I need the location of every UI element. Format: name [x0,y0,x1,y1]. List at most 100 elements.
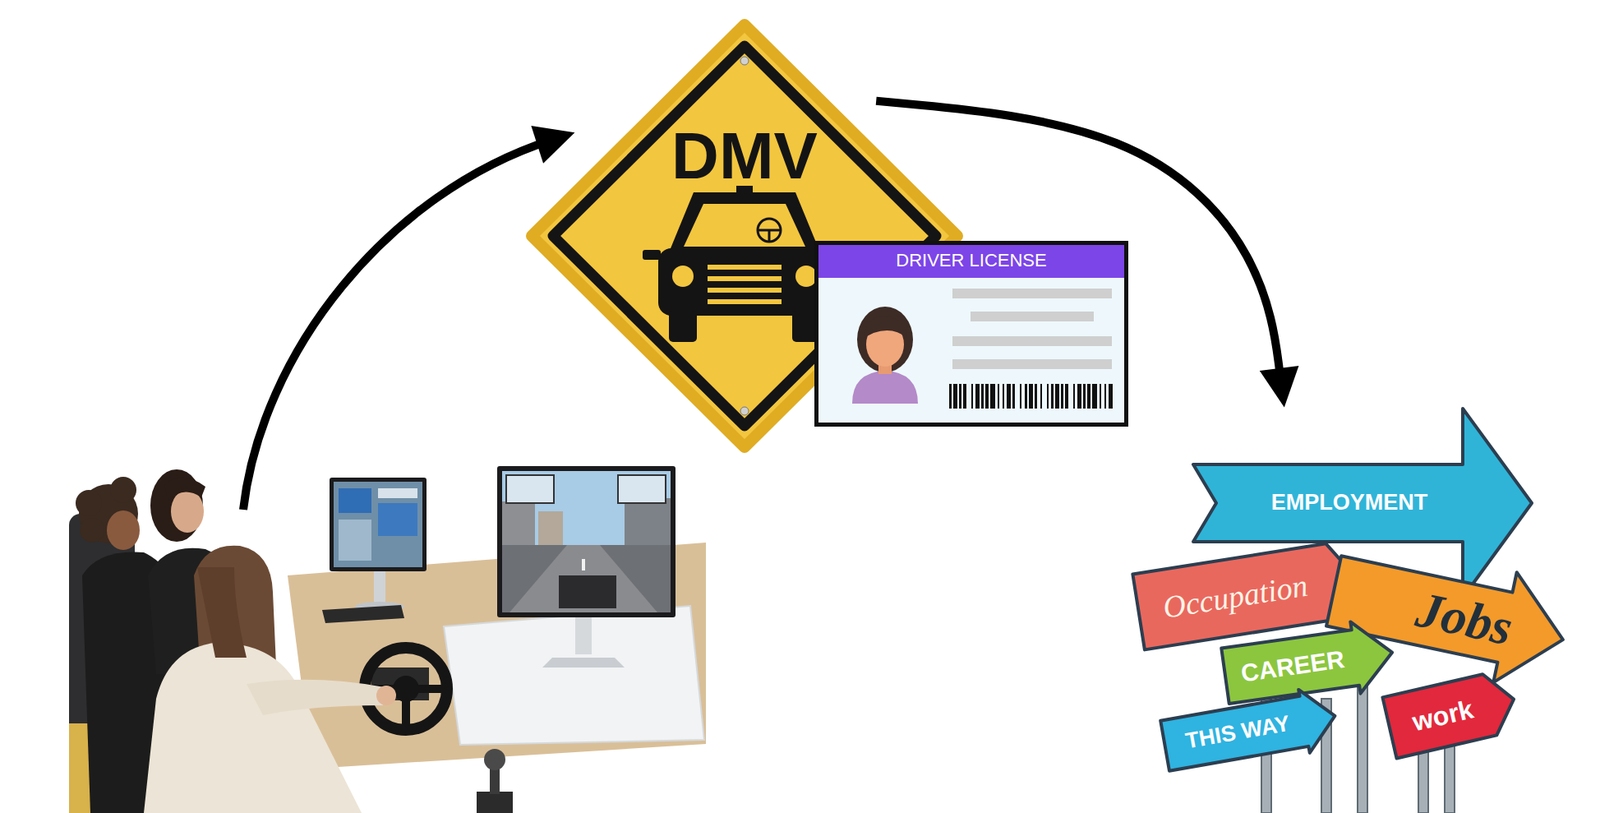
card-title: DRIVER LICENSE [895,249,1047,271]
simulator-photo [287,542,706,769]
car-icon [672,265,694,287]
dmv-sign-shape [531,24,958,448]
simulator-photo [502,501,535,545]
barcode [949,383,1113,409]
simulator-photo [443,605,705,745]
arrow-sign-shape [1382,668,1521,759]
barcode [985,383,989,409]
simulator-photo [506,474,554,503]
car-icon [668,310,697,342]
barcode [1060,383,1064,409]
simulator-photo [338,488,372,513]
simulator-photo [338,519,372,561]
text-holder: DRIVER LICENSE [822,243,1121,278]
simulator-photo [110,476,137,503]
simulator-photo [75,489,102,517]
barcode [949,383,952,409]
simulator-photo [624,497,671,545]
barcode [971,383,973,409]
car-icon [668,192,821,253]
barcode [1024,383,1028,409]
portrait-icon [852,306,918,404]
simulator-photo [246,679,385,715]
barcode [1002,383,1005,409]
simulator-photo [581,558,586,571]
simulator-photo [575,617,592,655]
license-card-shape [814,240,1129,278]
barcode [1099,383,1102,409]
barcode [1040,383,1043,409]
simulator-photo [322,604,405,623]
car-icon [683,203,806,247]
simulator-photo [502,544,671,613]
portrait-icon [857,306,913,373]
simulator-photo [617,474,666,503]
simulator-photo [164,476,206,502]
car-icon [707,299,782,305]
arrow-sign: THIS WAY [1159,683,1341,777]
car-icon [707,264,782,270]
simulator-photo [476,791,513,813]
card-lines [952,288,1112,299]
text-holder: work [1388,673,1497,757]
license-card-shape [816,243,1127,425]
car-icon [642,249,661,260]
license-card: DRIVER LICENSE [814,240,1129,427]
card-lines [970,311,1094,322]
text-holder: Occupation [1138,544,1332,650]
portrait-icon [863,316,907,338]
simulator-photo [401,688,411,729]
barcode [1012,383,1015,409]
simulator-photo [329,477,427,572]
dmv-sign-shape [553,46,937,426]
simulator-photo [170,489,204,533]
barcode [953,383,958,409]
barcode [1073,383,1075,409]
simulator-photo [378,502,418,536]
car-icon [768,230,771,242]
simulator-photo [69,465,706,813]
sign-text: Occupation [1160,567,1310,626]
license-card-shape [814,240,1129,427]
card-lines [952,336,1112,346]
barcode [997,383,1000,409]
simulator-photo [538,511,563,545]
barcode [1083,383,1086,409]
barcode [1019,383,1022,409]
sign-text: CAREER [1239,645,1347,688]
simulator-photo [542,657,625,668]
barcode [1055,383,1060,409]
card-lines [952,288,1112,369]
barcode [1006,383,1011,409]
barcode [1108,383,1113,409]
barcode [1087,383,1091,409]
simulator-photo [333,481,423,568]
simulator-photo [509,544,658,613]
simulator-photo [197,567,247,658]
simulator-photo [376,685,397,706]
barcode [1092,383,1098,409]
barcode [1104,383,1107,409]
car-icon [707,276,782,282]
simulator-photo [558,575,617,609]
simulator-photo [502,470,671,545]
barcode [990,383,996,409]
barcode [963,383,967,409]
simulator-photo [484,748,506,771]
text-holder: CAREER [1227,630,1358,703]
arrow-sign-shape [1159,683,1341,777]
flow-arrow [243,139,553,510]
simulator-photo [497,465,676,618]
simulator-photo [378,488,418,498]
barcode [1034,383,1038,409]
barcode [1077,383,1082,409]
card-lines [952,359,1112,369]
car-icon [658,248,831,316]
simulator-photo [106,510,140,550]
car-icon [757,218,781,242]
sign-text: Jobs [1410,580,1518,658]
sign-text: THIS WAY [1183,710,1292,755]
sign-text: work [1409,693,1476,738]
arrow-sign: work [1382,668,1521,759]
